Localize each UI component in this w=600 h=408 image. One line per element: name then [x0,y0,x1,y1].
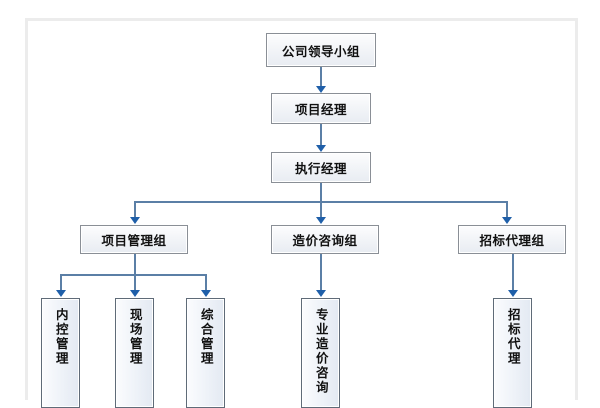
connector-drop-leaf-1 [60,274,62,292]
node-company-leadership-group[interactable]: 公司领导小组 [266,33,376,67]
node-group-cost-consulting[interactable]: 造价咨询组 [271,225,379,254]
arrowhead-leaf-3 [201,290,211,297]
node-executive-manager[interactable]: 执行经理 [271,152,371,183]
node-label: 项目经理 [294,102,347,117]
node-leaf-professional-cost-consulting[interactable]: 专业造价咨询 [301,298,340,408]
connector-l2-l3 [320,124,322,147]
node-group-project-management[interactable]: 项目管理组 [80,225,188,254]
arrowhead-group-2 [316,217,326,224]
node-label: 专业造价咨询 [313,308,329,395]
connector-l3-stem [320,183,322,201]
node-group-bidding-agency[interactable]: 招标代理组 [458,225,566,254]
node-label: 综合管理 [198,308,214,366]
connector-group3-leaf [512,254,514,292]
connector-drop-leaf-2 [134,274,136,292]
node-label: 公司领导小组 [281,43,360,59]
connector-group1-stem [134,254,136,274]
arrowhead-l2 [316,86,326,93]
node-label: 招标代理 [505,308,521,366]
arrowhead-leaf-2 [130,290,140,297]
node-label: 造价咨询组 [292,233,358,248]
arrowhead-leaf-1 [56,290,66,297]
node-project-manager[interactable]: 项目经理 [271,93,371,124]
arrowhead-group-1 [130,217,140,224]
node-leaf-site-management[interactable]: 现场管理 [115,298,154,408]
node-label: 现场管理 [127,308,143,366]
node-leaf-internal-control-management[interactable]: 内控管理 [41,298,80,408]
connector-drop-group-1 [134,201,136,219]
node-leaf-general-management[interactable]: 综合管理 [186,298,225,408]
connector-group2-leaf [320,254,322,292]
node-leaf-bidding-agency[interactable]: 招标代理 [493,298,532,408]
connector-group1-bus [60,274,205,276]
connector-drop-leaf-3 [205,274,207,292]
node-label: 招标代理组 [479,233,545,248]
arrowhead-leaf-5 [508,290,518,297]
arrowhead-l3 [316,145,326,152]
node-label: 执行经理 [294,161,347,176]
connector-drop-group-2 [320,201,322,219]
node-label: 内控管理 [53,308,69,366]
node-label: 项目管理组 [101,233,167,248]
arrowhead-group-3 [502,217,512,224]
connector-l1-l2 [320,67,322,88]
arrowhead-leaf-4 [316,290,326,297]
connector-drop-group-3 [506,201,508,219]
